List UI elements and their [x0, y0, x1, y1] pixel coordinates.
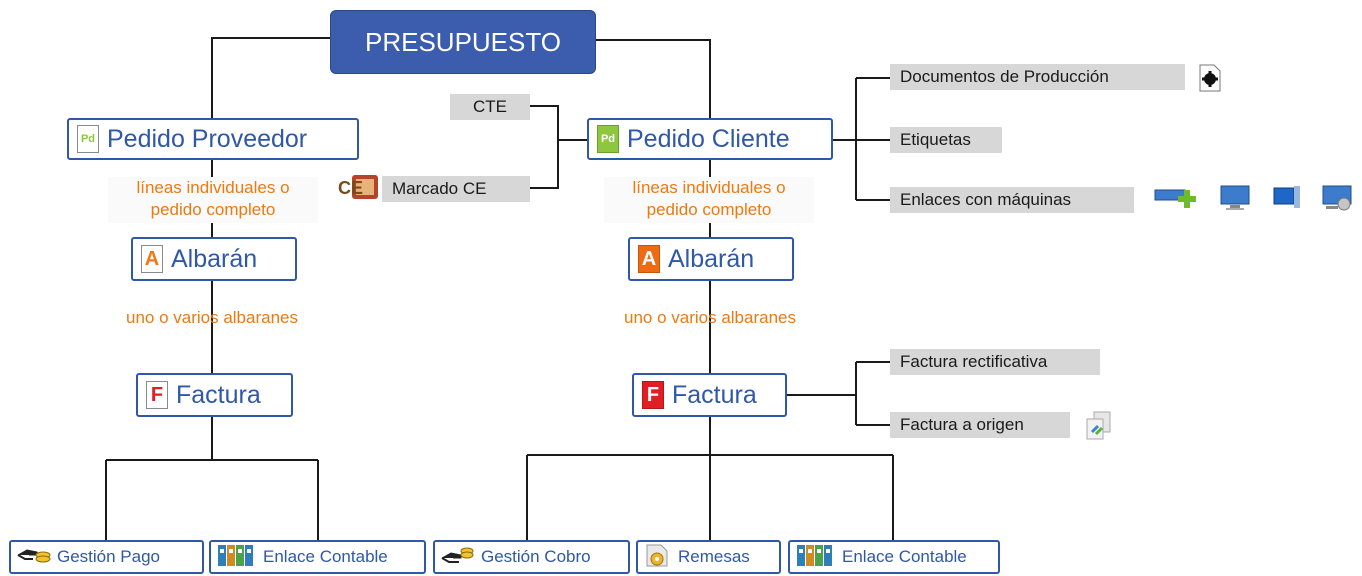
computer-icon	[1272, 182, 1302, 217]
albaran-cliente-node[interactable]: A Albarán	[628, 237, 794, 281]
right-relation-albaran-factura: uno o varios albaranes	[602, 307, 818, 329]
enlace-contable-right-node[interactable]: Enlace Contable	[788, 540, 1000, 574]
factura-label: Factura	[176, 380, 261, 409]
pd-document-icon: Pd	[77, 125, 99, 153]
a-document-icon: A	[141, 245, 163, 273]
pedido-proveedor-node[interactable]: Pd Pedido Proveedor	[67, 118, 359, 160]
documentos-produccion-label: Documentos de Producción	[900, 67, 1109, 86]
enlace-contable-label: Enlace Contable	[263, 547, 388, 566]
albaran-label: Albarán	[171, 244, 258, 273]
relation-line-1: líneas individuales o	[632, 178, 786, 197]
gestion-pago-node[interactable]: Gestión Pago	[9, 540, 204, 574]
gestion-cobro-node[interactable]: Gestión Cobro	[433, 540, 630, 574]
etiquetas-label: Etiquetas	[900, 130, 971, 149]
marcado-ce-label: Marcado CE	[392, 179, 487, 198]
binders-icon	[796, 543, 836, 572]
pd-document-icon: Pd	[597, 125, 619, 153]
factura-cliente-node[interactable]: F Factura	[632, 373, 787, 417]
right-relation-pedido-albaran: líneas individuales o pedido completo	[604, 177, 814, 223]
ce-mark-icon: CE	[336, 172, 380, 207]
a-document-icon: A	[638, 245, 660, 273]
monitor-add-icon	[1154, 182, 1200, 217]
relation-line-1: líneas individuales o	[136, 178, 290, 197]
presupuesto-label: PRESUPUESTO	[364, 26, 561, 57]
monitor-settings-icon	[1320, 182, 1356, 217]
gestion-cobro-label: Gestión Cobro	[481, 547, 591, 566]
relation-text: uno o varios albaranes	[125, 308, 298, 327]
etiquetas-tag[interactable]: Etiquetas	[890, 127, 1002, 153]
enlace-contable-left-node[interactable]: Enlace Contable	[209, 540, 426, 574]
hand-coins-icon	[441, 546, 475, 569]
svg-text:CE: CE	[338, 178, 363, 198]
left-relation-pedido-albaran: líneas individuales o pedido completo	[108, 177, 318, 223]
relation-line-2: pedido completo	[150, 200, 276, 219]
gestion-pago-label: Gestión Pago	[57, 547, 161, 566]
enlaces-maquinas-label: Enlaces con máquinas	[900, 190, 1072, 209]
presupuesto-node[interactable]: PRESUPUESTO	[330, 10, 596, 74]
remesas-label: Remesas	[678, 547, 750, 566]
monitor-icon	[1218, 182, 1254, 217]
hand-coins-icon	[17, 546, 51, 569]
pedido-cliente-label: Pedido Cliente	[627, 124, 790, 153]
factura-origen-label: Factura a origen	[900, 415, 1024, 434]
cte-tag[interactable]: CTE	[450, 94, 530, 120]
f-document-icon: F	[146, 381, 168, 409]
cte-label: CTE	[473, 97, 507, 116]
pedido-cliente-node[interactable]: Pd Pedido Cliente	[587, 118, 833, 160]
documentos-produccion-tag[interactable]: Documentos de Producción	[890, 64, 1185, 90]
relation-line-2: pedido completo	[646, 200, 772, 219]
enlaces-maquinas-tag[interactable]: Enlaces con máquinas	[890, 187, 1134, 213]
marcado-ce-tag[interactable]: Marcado CE	[382, 176, 530, 202]
enlace-contable-label: Enlace Contable	[842, 547, 967, 566]
pedido-proveedor-label: Pedido Proveedor	[107, 124, 308, 153]
gear-document-icon	[1198, 64, 1222, 97]
folder-gear-icon	[644, 542, 672, 573]
factura-proveedor-node[interactable]: F Factura	[136, 373, 293, 417]
albaran-proveedor-node[interactable]: A Albarán	[131, 237, 297, 281]
factura-origen-tag[interactable]: Factura a origen	[890, 412, 1070, 438]
remesas-node[interactable]: Remesas	[636, 540, 781, 574]
factura-rectificativa-label: Factura rectificativa	[900, 352, 1048, 371]
relation-text: uno o varios albaranes	[623, 308, 796, 327]
left-relation-albaran-factura: uno o varios albaranes	[104, 307, 320, 329]
f-document-icon: F	[642, 381, 664, 409]
binders-icon	[217, 543, 257, 572]
albaran-label: Albarán	[668, 244, 755, 273]
document-arrows-icon	[1084, 410, 1114, 445]
factura-label: Factura	[672, 380, 757, 409]
factura-rectificativa-tag[interactable]: Factura rectificativa	[890, 349, 1100, 375]
